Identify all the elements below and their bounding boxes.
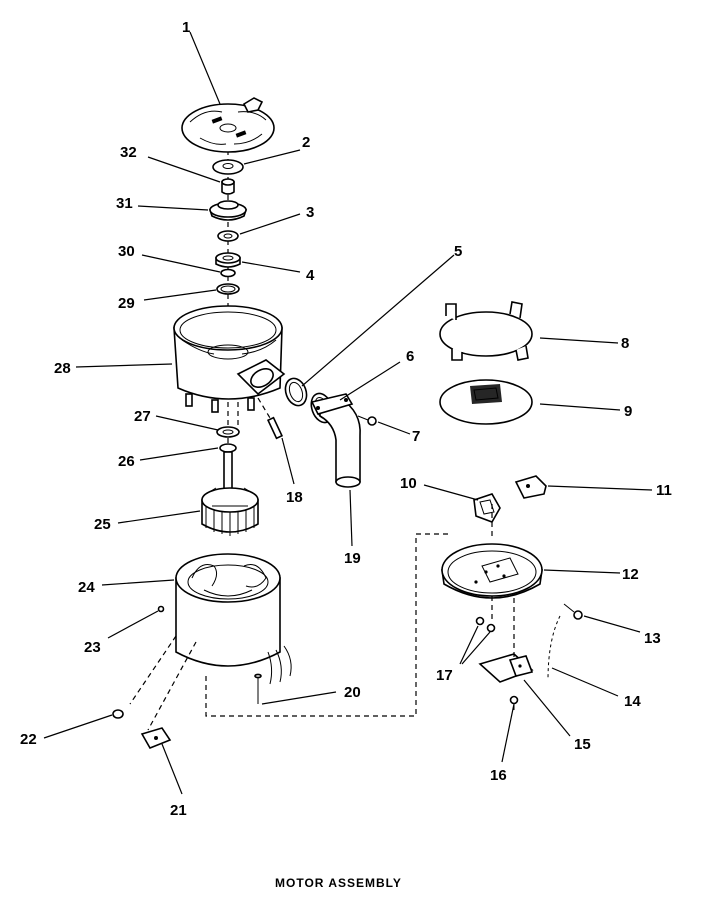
callout-30: 30	[118, 243, 135, 260]
callout-19: 19	[344, 550, 361, 567]
part-19-discharge-tube	[310, 393, 361, 488]
callout-2: 2	[302, 134, 310, 151]
assembly-dash-lines	[129, 397, 515, 731]
callout-29: 29	[118, 295, 135, 312]
part-25-rotor	[201, 451, 259, 536]
callout-18: 18	[286, 489, 303, 506]
callout-28: 28	[54, 360, 71, 377]
callout-22: 22	[20, 731, 37, 748]
part-28-housing	[173, 305, 286, 413]
part-20-through-bolt	[254, 673, 262, 704]
part-12-end-cover	[441, 543, 543, 599]
part-1-flywheel-plate	[181, 97, 275, 153]
part-18-pin	[266, 416, 284, 440]
callout-32: 32	[120, 144, 137, 161]
part-21-protector	[140, 727, 172, 750]
part-23-screw	[157, 605, 165, 613]
part-27-bearing	[216, 426, 240, 438]
callout-labels: 1 2 3 4 5 6 7 8 9 10 11 12 13 14 15 16 1…	[20, 19, 672, 819]
part-7-screw	[357, 415, 377, 426]
part-31-hub	[208, 200, 248, 221]
part-29-o-ring	[216, 283, 240, 295]
part-13-screw	[563, 603, 583, 620]
part-8-baffle	[439, 301, 533, 361]
callout-17: 17	[436, 667, 453, 684]
part-15-terminal-block	[478, 653, 534, 683]
callout-12: 12	[622, 566, 639, 583]
part-10-switch-bracket	[473, 493, 501, 523]
part-24-stator	[175, 553, 292, 685]
callout-3: 3	[306, 204, 314, 221]
callout-21: 21	[170, 802, 187, 819]
part-32-bolt	[221, 178, 235, 195]
callout-26: 26	[118, 453, 135, 470]
part-17-screws	[475, 616, 496, 633]
part-26-washer	[219, 443, 237, 453]
diagram-title: MOTOR ASSEMBLY	[275, 876, 402, 890]
part-22-washer	[112, 709, 124, 719]
callout-14: 14	[624, 693, 641, 710]
callout-1: 1	[182, 19, 190, 36]
callout-25: 25	[94, 516, 111, 533]
callout-23: 23	[84, 639, 101, 656]
part-3-ring	[217, 230, 239, 242]
callout-15: 15	[574, 736, 591, 753]
part-4-seal	[215, 252, 241, 268]
callout-27: 27	[134, 408, 151, 425]
callout-4: 4	[306, 267, 315, 284]
callout-11: 11	[656, 482, 672, 499]
callout-31: 31	[116, 195, 133, 212]
part-11-switch	[514, 475, 547, 499]
leader-lines	[43, 31, 653, 795]
part-30-ring	[220, 268, 236, 278]
callout-10: 10	[400, 475, 417, 492]
callout-8: 8	[621, 335, 629, 352]
callout-6: 6	[406, 348, 414, 365]
callout-16: 16	[490, 767, 507, 784]
callout-9: 9	[624, 403, 632, 420]
part-9-shield	[439, 379, 533, 425]
part-16-screw	[509, 695, 519, 710]
callout-20: 20	[344, 684, 361, 701]
callout-5: 5	[454, 243, 462, 260]
callout-13: 13	[644, 630, 661, 647]
callout-24: 24	[78, 579, 95, 596]
part-2-washer	[212, 159, 244, 175]
part-5-clamp	[284, 377, 308, 407]
callout-7: 7	[412, 428, 420, 445]
